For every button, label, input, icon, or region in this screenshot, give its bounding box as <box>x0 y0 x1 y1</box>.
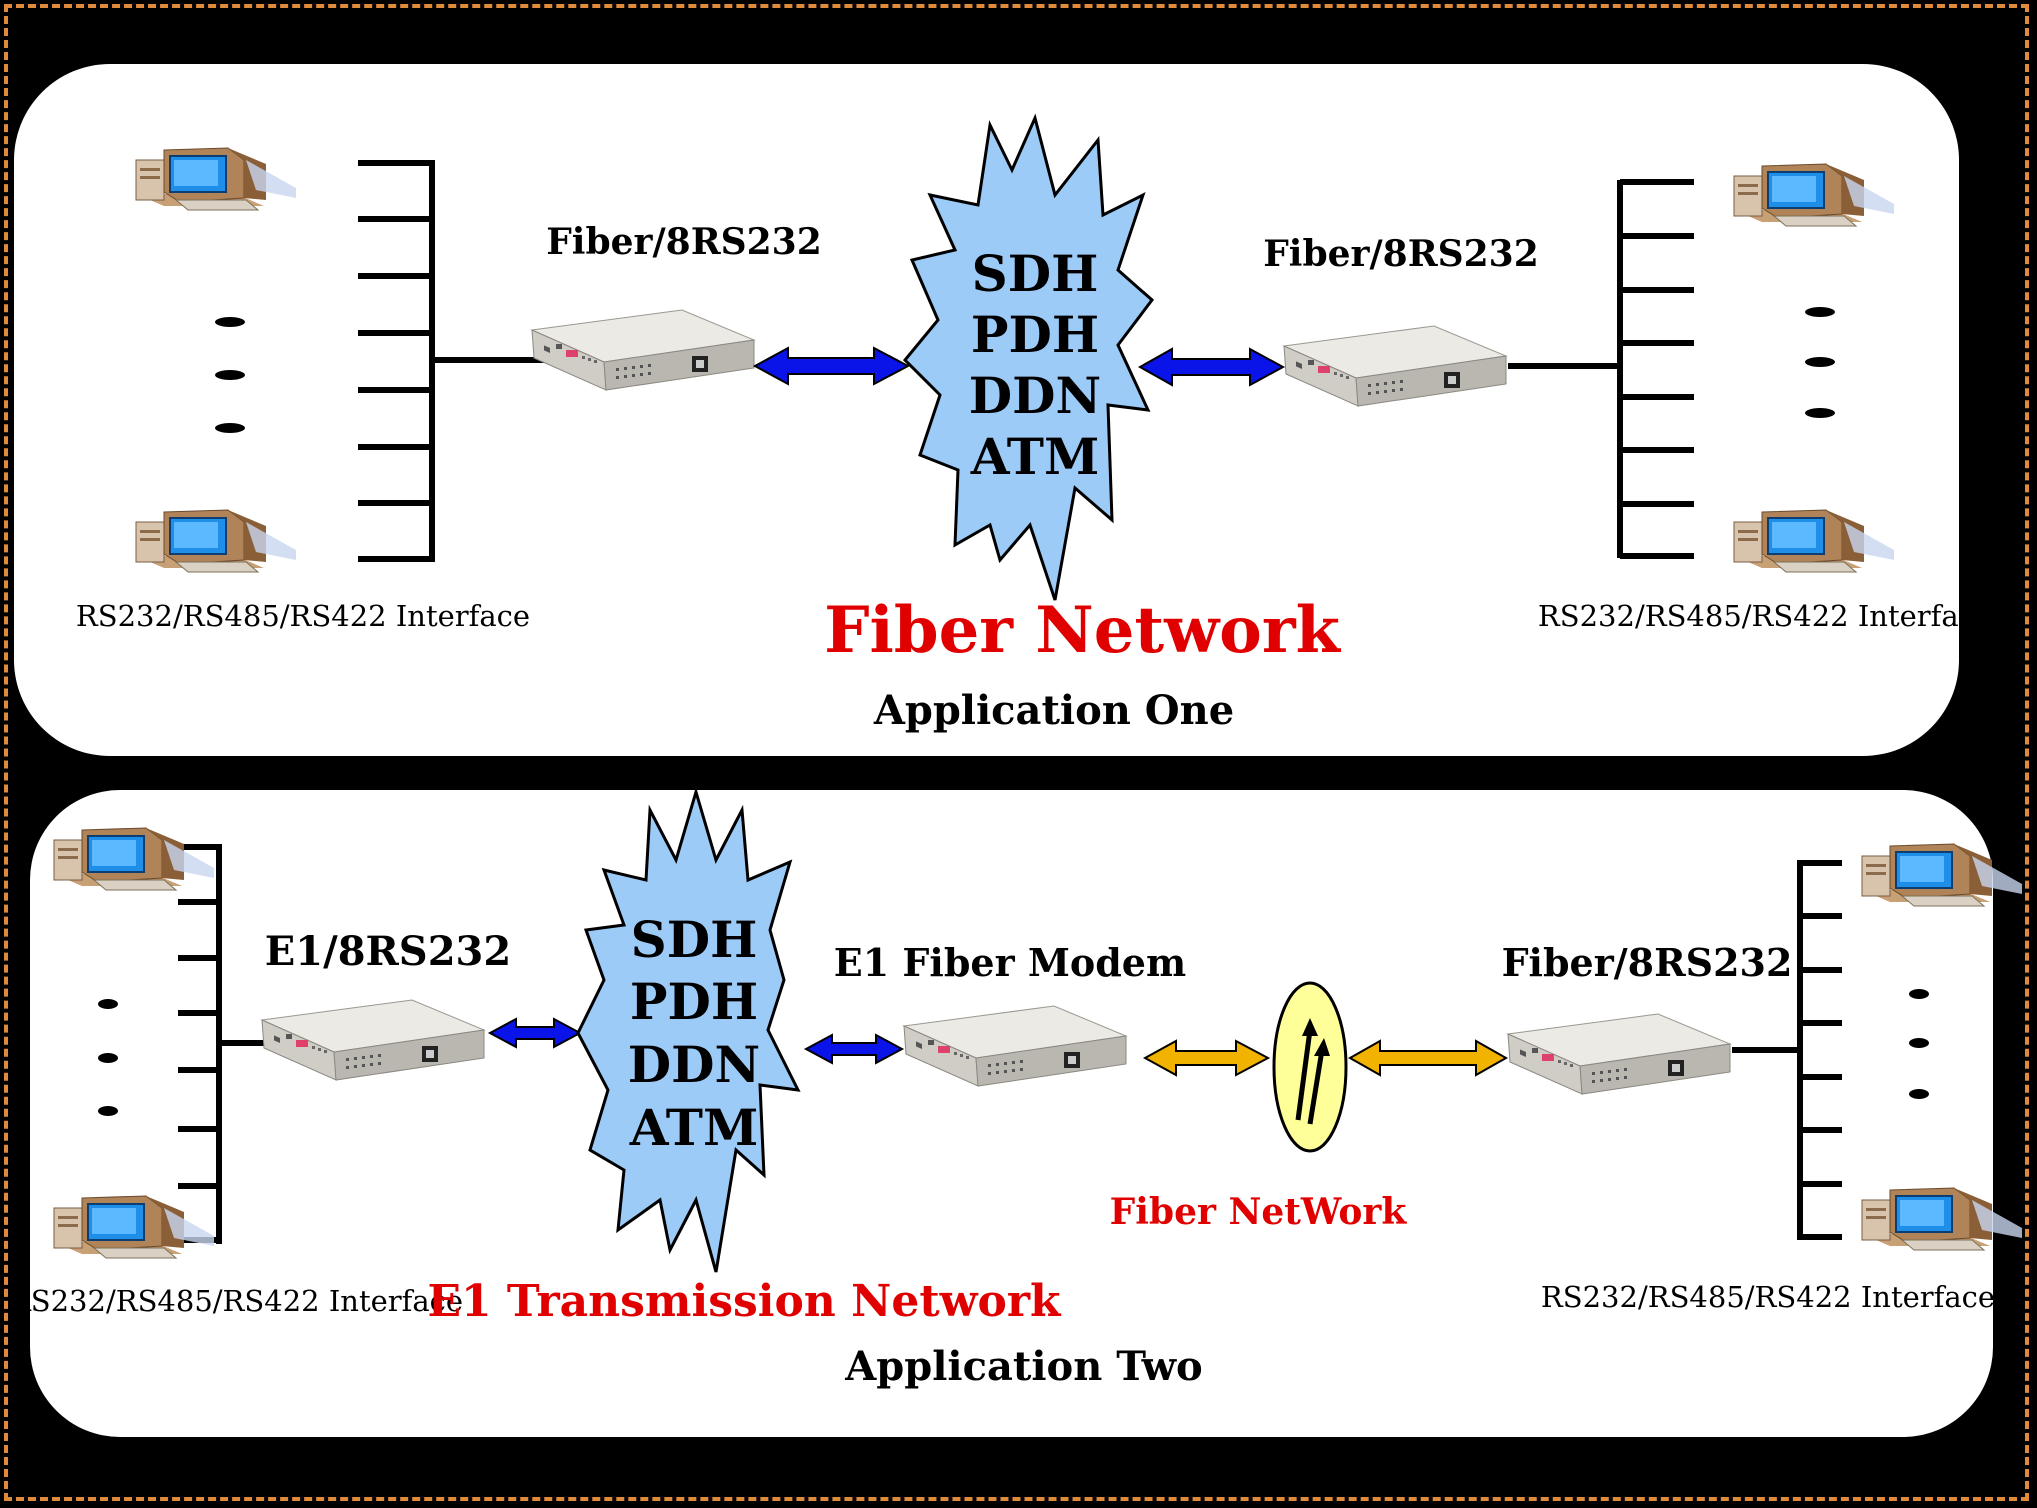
left-dots-two <box>98 999 118 1116</box>
double-arrow-orange <box>1142 1039 1271 1077</box>
double-arrow-blue <box>752 346 911 386</box>
desktop-computer-icon <box>53 827 215 891</box>
cloud-line-pdh: PDH <box>630 972 758 1031</box>
cloud-line-atm: ATM <box>629 1098 759 1157</box>
device-label-right-two: Fiber/8RS232 <box>1502 940 1793 985</box>
device-label-middle-two: E1 Fiber Modem <box>834 940 1186 985</box>
left-bus-one <box>358 160 546 562</box>
right-bus-two <box>1732 860 1842 1240</box>
cloud-line-pdh: PDH <box>971 305 1099 364</box>
device-label-right-one: Fiber/8RS232 <box>1263 233 1539 275</box>
double-arrow-orange <box>1347 1039 1509 1077</box>
cloud-line-sdh: SDH <box>972 244 1099 303</box>
desktop-computer-icon <box>1733 509 1895 573</box>
dashed-frame-border <box>4 4 2029 1501</box>
network-cloud-icon <box>576 786 801 1273</box>
right-dots-one <box>1805 307 1835 418</box>
fiber-modem-device-icon <box>1507 1013 1731 1095</box>
cloud-line-ddn: DDN <box>628 1035 760 1094</box>
cloud-text-one: SDH PDH DDN ATM <box>969 244 1101 486</box>
cloud-line-atm: ATM <box>970 427 1100 486</box>
optical-repeater-icon <box>1272 981 1348 1153</box>
fiber-network-label: Fiber NetWork <box>1110 1191 1408 1233</box>
device-label-left-one: Fiber/8RS232 <box>546 221 822 263</box>
desktop-computer-icon <box>1861 843 2023 907</box>
right-dots-two <box>1909 989 1929 1099</box>
interface-label-left-two: RS232/RS485/RS422 Interface <box>9 1284 463 1318</box>
desktop-computer-icon <box>1861 1187 2023 1251</box>
fiber-modem-device-icon <box>261 999 485 1081</box>
caption-two: Application Two <box>844 1343 1202 1390</box>
fiber-modem-device-icon <box>1283 325 1507 407</box>
network-title-one: Fiber Network <box>824 593 1342 668</box>
interface-label-right-two: RS232/RS485/RS422 Interface <box>1541 1280 1995 1314</box>
cloud-line-sdh: SDH <box>631 910 758 969</box>
left-bus-two <box>178 844 276 1244</box>
double-arrow-blue <box>487 1017 583 1049</box>
right-bus-one <box>1508 179 1694 559</box>
double-arrow-blue <box>1137 347 1286 387</box>
fiber-modem-device-icon <box>531 309 755 391</box>
cloud-text-two: SDH PDH DDN ATM <box>628 910 760 1157</box>
interface-label-right-one: RS232/RS485/RS422 Interface <box>1538 599 1992 633</box>
network-cloud-icon <box>902 113 1155 601</box>
double-arrow-blue <box>803 1033 905 1065</box>
desktop-computer-icon <box>1733 163 1895 227</box>
caption-one: Application One <box>873 687 1234 734</box>
application-two-panel <box>30 790 1993 1437</box>
fiber-modem-device-icon <box>903 1005 1127 1087</box>
network-title-two: E1 Transmission Network <box>427 1276 1062 1327</box>
left-dots-one <box>215 317 245 433</box>
desktop-computer-icon <box>135 147 297 211</box>
desktop-computer-icon <box>53 1195 215 1259</box>
device-label-left-two: E1/8RS232 <box>265 928 511 975</box>
interface-label-left-one: RS232/RS485/RS422 Interface <box>76 599 530 633</box>
cloud-line-ddn: DDN <box>969 366 1101 425</box>
desktop-computer-icon <box>135 509 297 573</box>
